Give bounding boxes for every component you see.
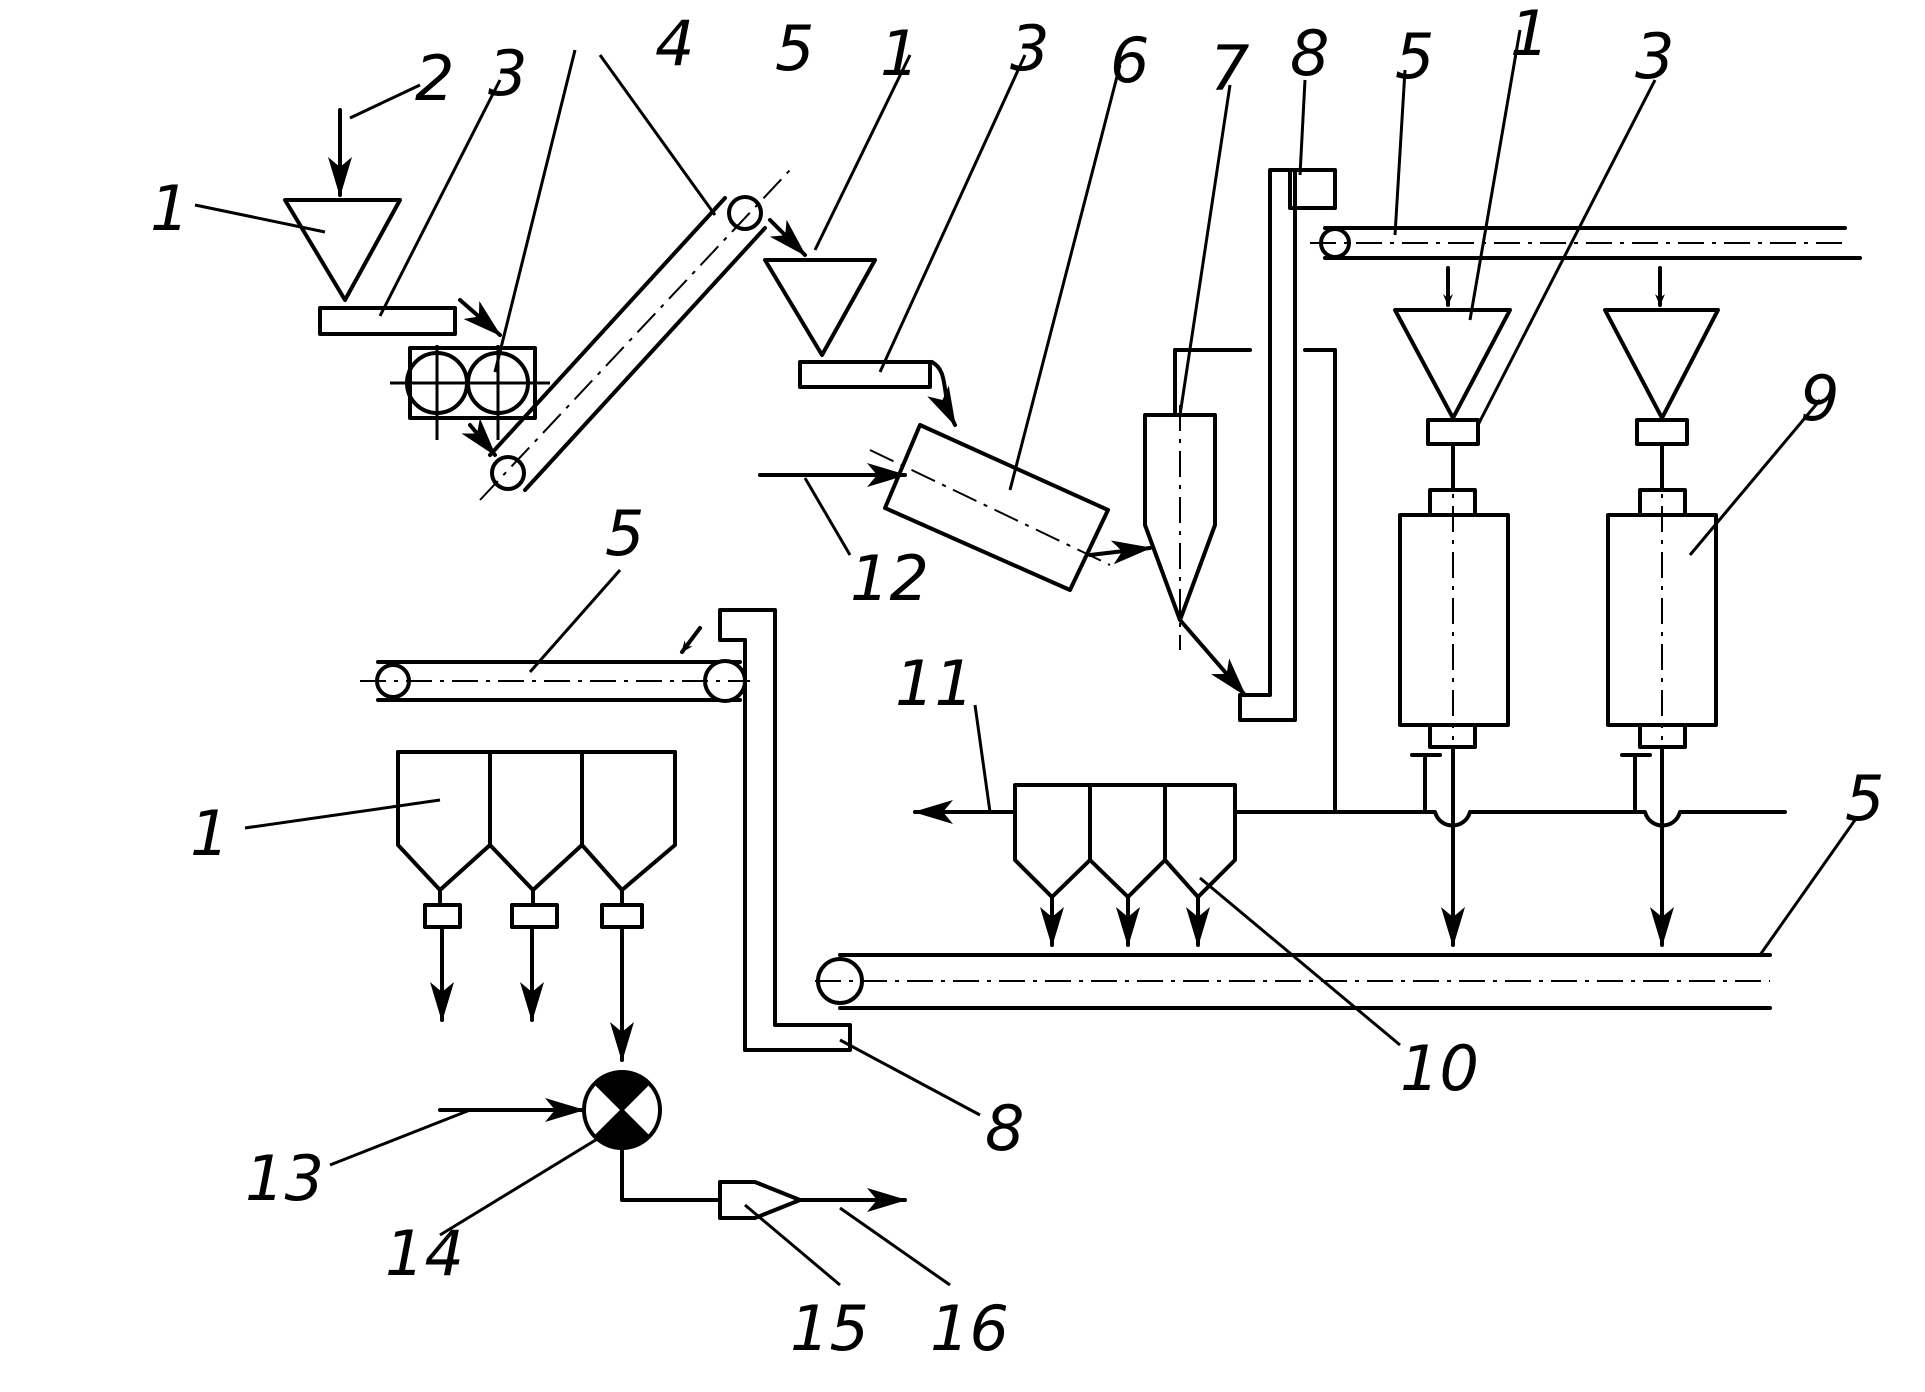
bottom-belt-conveyor-5 bbox=[815, 953, 1772, 1010]
label-7: 7 bbox=[1210, 32, 1249, 105]
storage-silos-1 bbox=[396, 750, 677, 1062]
roll-crusher-4 bbox=[390, 345, 550, 457]
label-3-top-mid: 3 bbox=[1010, 12, 1049, 85]
label-5-top-right: 5 bbox=[1395, 20, 1434, 93]
bucket-elevator-8-top bbox=[1238, 168, 1337, 722]
label-11: 11 bbox=[895, 647, 974, 720]
mill-line-b bbox=[1603, 308, 1720, 947]
label-16: 16 bbox=[930, 1292, 1009, 1365]
mid-left-belt-conveyor-5 bbox=[360, 626, 750, 703]
label-5-mid-left: 5 bbox=[605, 497, 644, 570]
label-1-top-left: 1 bbox=[150, 172, 189, 245]
label-10: 10 bbox=[1400, 1032, 1479, 1105]
label-14: 14 bbox=[385, 1217, 464, 1290]
top-right-belt-conveyor-5 bbox=[1310, 226, 1862, 307]
label-1-top-right: 1 bbox=[1510, 0, 1549, 70]
label-4: 4 bbox=[655, 7, 694, 80]
label-3-top-right: 3 bbox=[1635, 20, 1674, 93]
bag-filter-10 bbox=[913, 783, 1237, 947]
label-5-right: 5 bbox=[1845, 762, 1884, 835]
raw-material-hopper-1 bbox=[283, 198, 402, 302]
label-8-top: 8 bbox=[1290, 17, 1329, 90]
label-9: 9 bbox=[1800, 362, 1839, 435]
label-15: 15 bbox=[790, 1292, 869, 1365]
mixer-14 bbox=[438, 1070, 722, 1202]
label-1-bottom-left: 1 bbox=[190, 797, 229, 870]
label-6: 6 bbox=[1110, 24, 1149, 97]
inclined-belt-conveyor-5 bbox=[479, 169, 807, 501]
air-duct bbox=[1233, 348, 1787, 828]
cyclone-7 bbox=[1143, 348, 1252, 697]
leader-lines bbox=[194, 29, 1857, 1287]
callout-labels: 1 2 3 4 5 1 3 6 7 8 5 1 3 9 12 5 11 5 1 … bbox=[150, 0, 1884, 1365]
mill-line-a bbox=[1393, 308, 1512, 947]
label-2: 2 bbox=[415, 42, 454, 115]
label-12: 12 bbox=[850, 542, 929, 615]
hopper-1-mid bbox=[763, 258, 877, 357]
label-3-top-left: 3 bbox=[488, 37, 527, 110]
pump-15 bbox=[718, 1180, 907, 1220]
bucket-elevator-8-bottom bbox=[718, 608, 852, 1052]
feeder-3-mid bbox=[798, 360, 957, 427]
label-8-bottom: 8 bbox=[985, 1092, 1024, 1165]
label-13: 13 bbox=[245, 1142, 324, 1215]
rotary-dryer-6 bbox=[758, 423, 1152, 592]
plate-feeder-3 bbox=[318, 298, 502, 337]
label-1-top-mid: 1 bbox=[880, 17, 919, 90]
label-5-top-incline: 5 bbox=[775, 12, 814, 85]
